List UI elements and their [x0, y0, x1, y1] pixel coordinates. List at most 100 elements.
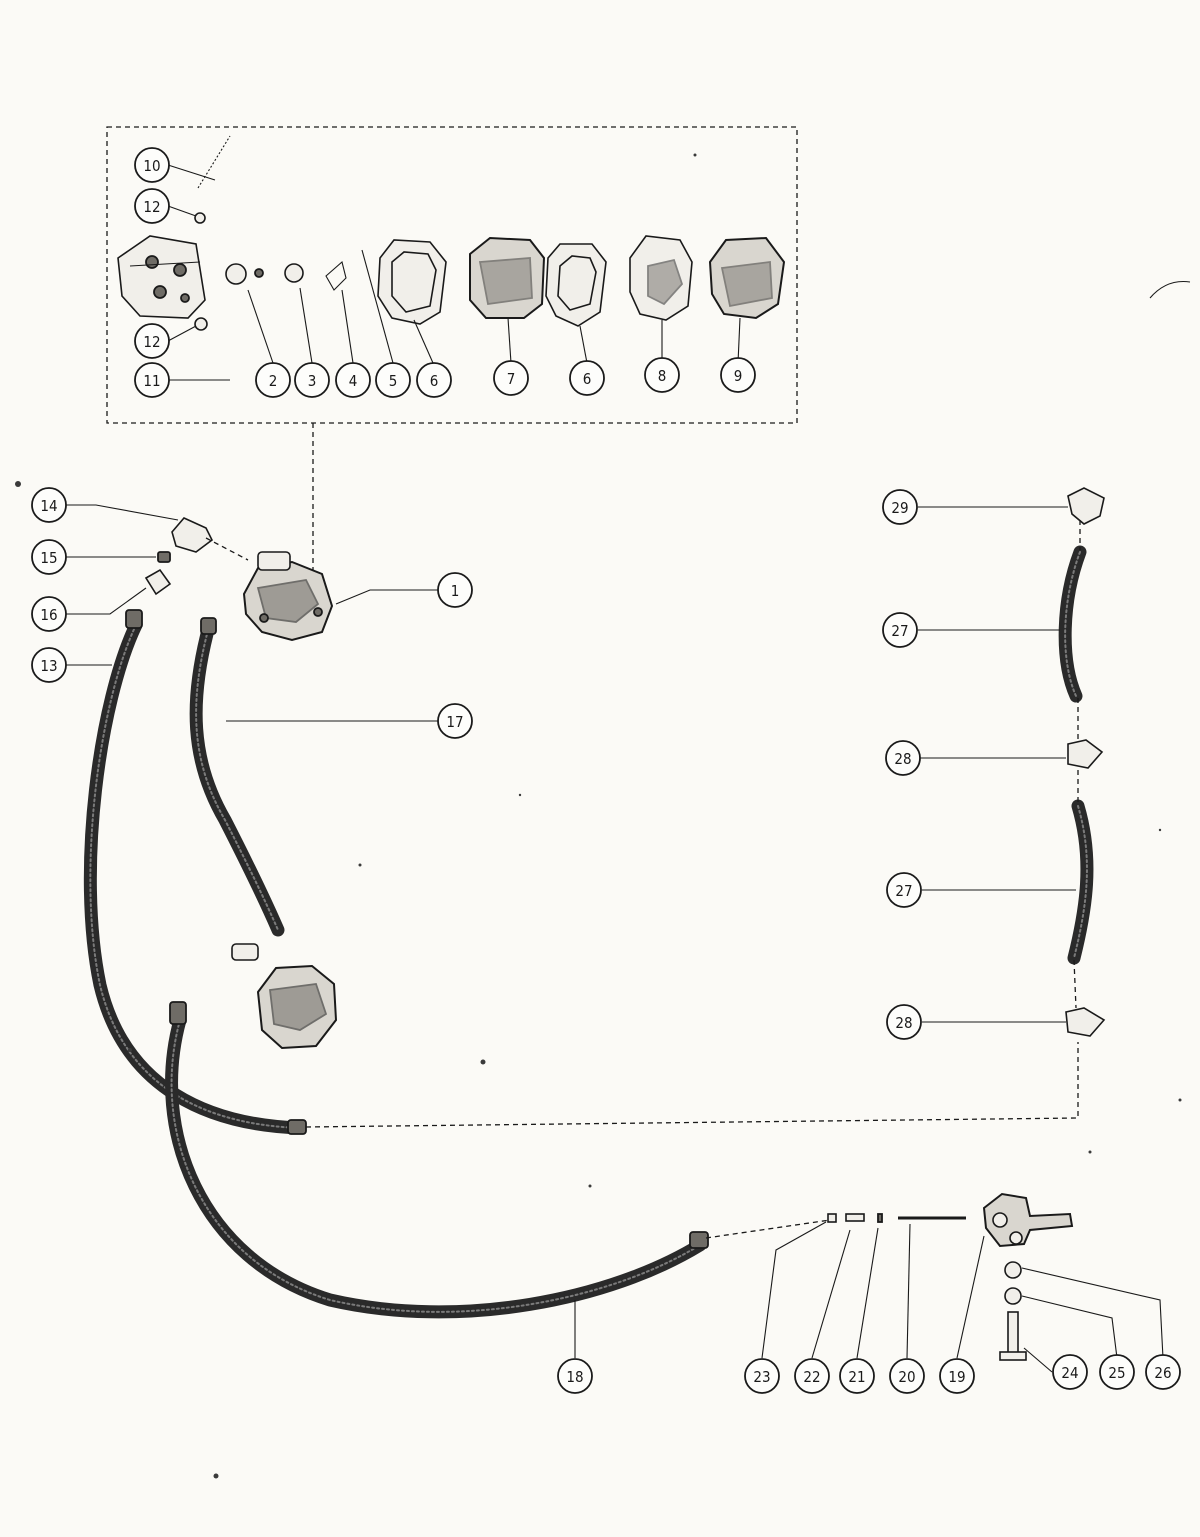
callout-circle	[744, 1358, 780, 1394]
callout-circle	[1145, 1354, 1181, 1390]
clip-part-4	[325, 260, 347, 291]
callout-2: 2	[255, 362, 291, 398]
callout-27a: 27	[882, 612, 918, 648]
diaphragm-ring-part-2	[225, 263, 247, 285]
callout-circle	[134, 362, 170, 398]
leader-9	[737, 317, 741, 364]
body-part-9	[708, 236, 786, 320]
callout-circle	[437, 572, 473, 608]
check-valve-part-12-top	[194, 212, 206, 224]
callout-circle	[882, 612, 918, 648]
leader-5	[361, 249, 394, 364]
callout-26: 26	[1145, 1354, 1181, 1390]
callout-circle	[134, 147, 170, 183]
leader-26	[1021, 1267, 1164, 1359]
washer-part-25	[1004, 1287, 1022, 1305]
fitting-dash-line	[205, 537, 249, 561]
callout-circle	[1099, 1354, 1135, 1390]
callout-circle	[134, 323, 170, 359]
hose-part-18	[165, 1001, 709, 1319]
callout-circle	[493, 360, 529, 396]
nut-part-21	[877, 1213, 883, 1223]
callout-20: 20	[889, 1358, 925, 1394]
check-valve-part-12-bottom	[194, 317, 208, 331]
callout-circle	[31, 647, 67, 683]
bolt-part-24	[999, 1311, 1027, 1361]
callout-circle	[644, 357, 680, 393]
callout-5: 5	[375, 362, 411, 398]
fitting-part-23	[827, 1213, 837, 1223]
callout-number: 15	[40, 549, 57, 567]
hose-part-17	[189, 617, 285, 937]
housing-part-8	[629, 235, 693, 321]
callout-circle	[885, 740, 921, 776]
callout-number: 6	[583, 370, 592, 388]
callout-number: 1	[451, 582, 460, 600]
leader-19	[956, 1235, 985, 1359]
right-assembly-dash-4	[1073, 959, 1077, 1009]
return-line-dashed	[305, 1042, 1079, 1128]
callout-circle	[889, 1358, 925, 1394]
callout-number: 26	[1154, 1364, 1171, 1382]
leader-16	[66, 587, 147, 615]
inlet-dash-line	[705, 1219, 831, 1239]
callout-circle	[335, 362, 371, 398]
tee-part-28-lower	[1065, 1007, 1106, 1037]
callout-number: 6	[430, 372, 439, 390]
callout-circle	[569, 360, 605, 396]
leader-6a	[413, 319, 434, 364]
callout-4: 4	[335, 362, 371, 398]
callout-number: 22	[803, 1368, 820, 1386]
kit-boundary-box	[106, 126, 798, 424]
callout-27b: 27	[886, 872, 922, 908]
callout-circle	[720, 357, 756, 393]
callout-number: 28	[894, 750, 911, 768]
callout-number: 10	[143, 157, 160, 175]
leader-21	[856, 1227, 879, 1359]
callout-circle	[557, 1358, 593, 1394]
leader-22	[811, 1229, 851, 1359]
callout-circle	[839, 1358, 875, 1394]
leader-20	[906, 1223, 911, 1359]
callout-number: 8	[658, 367, 667, 385]
nut-part-15	[157, 551, 171, 563]
callout-circle	[134, 188, 170, 224]
callout-28b: 28	[886, 1004, 922, 1040]
ball-part-3	[254, 268, 264, 278]
leader-12b	[167, 325, 197, 342]
callout-number: 21	[848, 1368, 865, 1386]
callout-15: 15	[31, 539, 67, 575]
callout-23: 23	[744, 1358, 780, 1394]
leader-7	[507, 317, 512, 364]
callout-circle	[31, 539, 67, 575]
fitting-part-16	[144, 568, 172, 596]
callout-10: 10	[134, 147, 170, 183]
callout-number: 7	[507, 370, 516, 388]
fuel-pump-lower	[231, 943, 338, 1050]
leader-1	[335, 589, 438, 605]
leader-23	[761, 1221, 827, 1359]
diaphragm-part-7	[469, 236, 546, 319]
callout-17: 17	[437, 703, 473, 739]
callout-14: 14	[31, 487, 67, 523]
callout-number: 28	[895, 1014, 912, 1032]
callout-number: 24	[1061, 1364, 1078, 1382]
elbow-fitting-part-14	[171, 517, 214, 553]
callout-circle	[294, 362, 330, 398]
callout-1: 1	[437, 572, 473, 608]
callout-number: 17	[446, 713, 463, 731]
callout-circle	[882, 489, 918, 525]
leader-25	[1021, 1295, 1118, 1359]
callout-11: 11	[134, 362, 170, 398]
callout-7: 7	[493, 360, 529, 396]
callout-number: 27	[891, 622, 908, 640]
callout-9: 9	[720, 357, 756, 393]
callout-circle	[886, 1004, 922, 1040]
callout-8: 8	[644, 357, 680, 393]
callout-22: 22	[794, 1358, 830, 1394]
callout-number: 11	[143, 372, 160, 390]
callout-19: 19	[939, 1358, 975, 1394]
callout-circle	[939, 1358, 975, 1394]
